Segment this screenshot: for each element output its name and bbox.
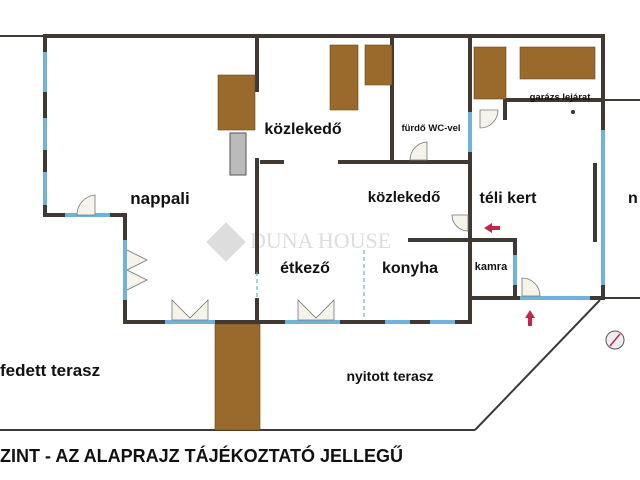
terrace-edge bbox=[474, 299, 601, 431]
room-label-kamra: kamra bbox=[475, 261, 508, 273]
room-label-furdo: fürdő WC-vel bbox=[401, 123, 460, 134]
watermark: DUNA HOUSE bbox=[206, 222, 391, 262]
watermark-text: DUNA HOUSE bbox=[250, 228, 391, 253]
watermark-logo-icon bbox=[206, 222, 246, 262]
room-label-garazs: garázs lejárat bbox=[530, 92, 592, 103]
room-label-teli-kert: téli kert bbox=[480, 190, 538, 207]
drain-icon bbox=[571, 110, 575, 114]
entrance-arrow-icon bbox=[484, 223, 500, 233]
room-label-fedett-terasz: fedett terasz bbox=[0, 361, 100, 380]
windows bbox=[43, 52, 605, 324]
room-label-etkezo: étkező bbox=[280, 260, 330, 277]
room-label-nyitott-terasz: nyitott terasz bbox=[346, 368, 433, 384]
footer-note: ZINT - AZ ALAPRAJZ TÁJÉKOZTATÓ JELLEGŰ bbox=[0, 445, 403, 466]
room-label-nappali: nappali bbox=[130, 189, 190, 208]
room-label-konyha: konyha bbox=[382, 260, 438, 277]
fireplace-icon bbox=[229, 132, 247, 176]
doors[interactable] bbox=[76, 109, 541, 321]
stairs bbox=[214, 44, 596, 431]
room-label-kozlekedo-2: közlekedő bbox=[368, 189, 441, 206]
room-label-clipped: n bbox=[628, 190, 638, 207]
compass-icon bbox=[605, 330, 625, 350]
room-label-kozlekedo: közlekedő bbox=[264, 121, 342, 138]
entrance-arrow-icon bbox=[525, 310, 535, 326]
